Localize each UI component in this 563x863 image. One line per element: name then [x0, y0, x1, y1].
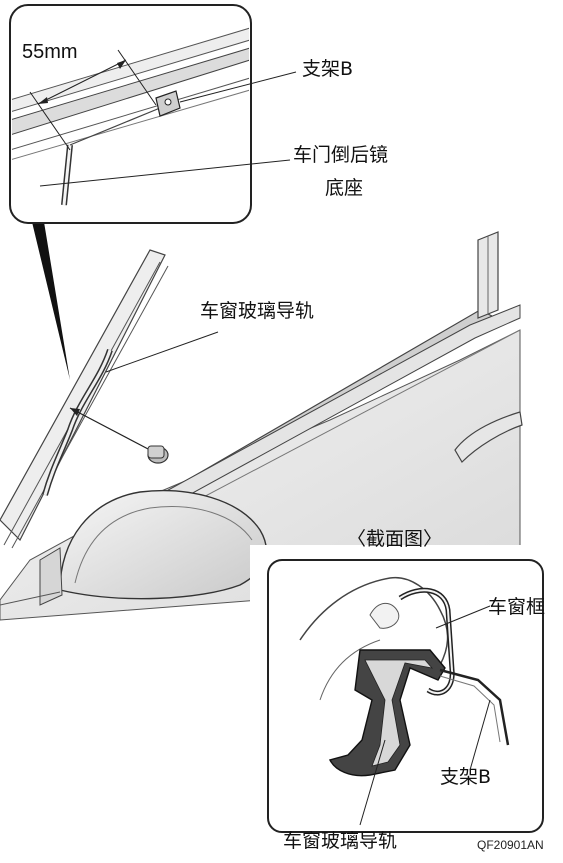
bracket-b-bottom-label: 支架B [440, 766, 492, 788]
glass-guide-bottom-label: 车窗玻璃导轨 [283, 830, 398, 852]
leader-window-frame [435, 605, 491, 629]
mirror-base-label-line1: 车门倒后镜 [293, 144, 389, 166]
window-frame-label: 车窗框 [488, 596, 546, 618]
figure-code: QF20901AN [477, 838, 544, 852]
callout-pointer [32, 222, 70, 380]
leader-bracket-b-top [179, 71, 297, 103]
door-handle [454, 411, 523, 463]
leader-bracket-b-bottom [469, 699, 491, 771]
a-pillar [0, 249, 166, 542]
bracket-b-section [439, 668, 510, 746]
top-detail-callout [9, 4, 252, 224]
clip-part [147, 445, 169, 464]
glass-guide-top-label: 车窗玻璃导轨 [200, 300, 315, 322]
side-mirror [59, 489, 268, 600]
section-view-callout [250, 545, 563, 835]
section-view-title: 〈截面图〉 [347, 528, 443, 550]
mirror-base-label-line2: 底座 [325, 177, 364, 199]
leader-mirror-base [39, 159, 291, 187]
bracket-b-top-label: 支架B [302, 58, 354, 80]
leader-glass-guide-bottom [359, 739, 386, 826]
leader-glass-guide-top [105, 331, 219, 373]
dimension-label: 55mm [22, 41, 78, 63]
bracket-b-detail [155, 90, 181, 117]
